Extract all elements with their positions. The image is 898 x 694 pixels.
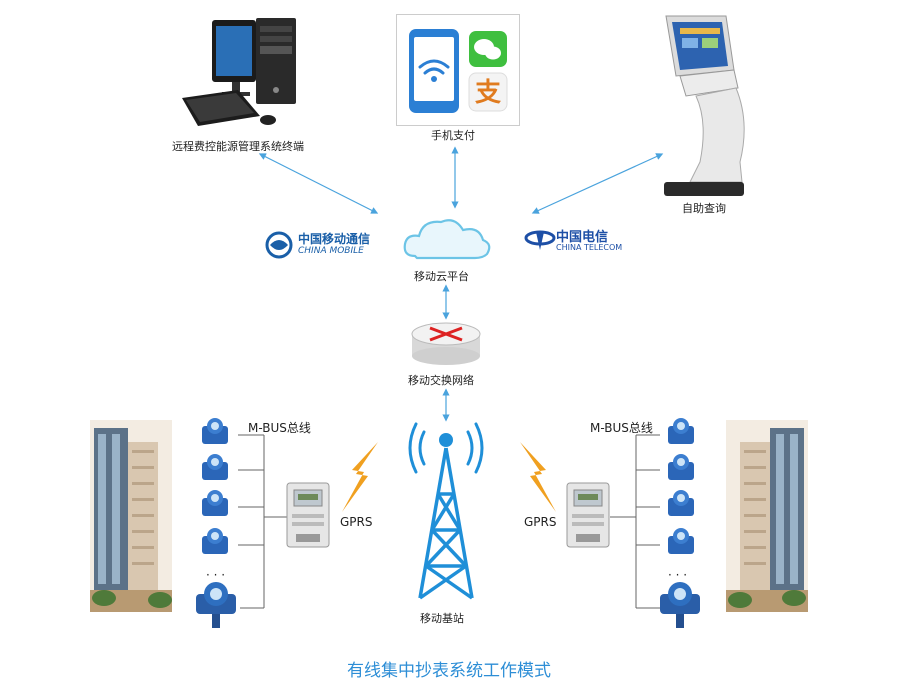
wifi-icon [418, 59, 450, 75]
water-meter-icon [668, 418, 694, 444]
link-kiosk-cloud [531, 153, 664, 214]
right-building-image [726, 420, 808, 612]
right-dots: · · · [668, 568, 688, 582]
left-concentrator-icon [286, 482, 330, 548]
water-meter-icon [202, 418, 228, 444]
alipay-icon [468, 72, 508, 112]
left-gprs-lightning-icon [338, 440, 382, 514]
kiosk-icon [656, 12, 756, 200]
china-mobile-cn-text: 中国移动通信 [298, 232, 371, 246]
right-gprs-label: GPRS [524, 515, 557, 529]
mobile-pay-panel: 支 [396, 14, 520, 126]
left-mbus-lines [238, 434, 288, 609]
right-concentrator-icon [566, 482, 610, 548]
left-dots: · · · [206, 568, 226, 582]
right-mbus-label: M-BUS总线 [590, 421, 653, 435]
china-mobile-logo: 中国移动通信 CHINA MOBILE [264, 228, 384, 262]
water-meter-icon [668, 490, 694, 516]
pc-terminal-label: 远程费控能源管理系统终端 [172, 140, 304, 153]
switch-label: 移动交换网络 [408, 374, 474, 387]
cloud-icon [401, 212, 493, 264]
china-telecom-en-text: CHINA TELECOM [556, 243, 623, 252]
large-water-meter-icon [196, 582, 236, 628]
water-meter-icon [202, 528, 228, 554]
water-meter-icon [668, 454, 694, 480]
link-pc-cloud [258, 153, 379, 214]
left-building-image [90, 420, 172, 612]
china-mobile-en-text: CHINA MOBILE [298, 246, 364, 256]
kiosk-label: 自助查询 [682, 202, 726, 215]
diagram-caption: 有线集中抄表系统工作模式 [347, 661, 551, 681]
svg-text:支: 支 [475, 78, 501, 108]
left-meter-stack [196, 418, 240, 638]
right-mbus-lines [610, 434, 660, 609]
cloud-label: 移动云平台 [414, 270, 469, 283]
base-station-tower-icon [404, 418, 488, 602]
china-telecom-logo: 中国电信 CHINA TELECOM [524, 224, 634, 258]
pc-terminal-icon [178, 12, 308, 132]
right-gprs-lightning-icon [516, 440, 560, 514]
left-mbus-label: M-BUS总线 [248, 421, 311, 435]
water-meter-icon [202, 490, 228, 516]
base-station-label: 移动基站 [420, 612, 464, 625]
large-water-meter-icon [660, 582, 700, 628]
switch-router-icon [408, 318, 484, 366]
left-gprs-label: GPRS [340, 515, 373, 529]
china-telecom-cn-text: 中国电信 [556, 230, 609, 245]
water-meter-icon [668, 528, 694, 554]
right-meter-stack [656, 418, 700, 638]
water-meter-icon [202, 454, 228, 480]
mobile-pay-label: 手机支付 [431, 129, 475, 142]
